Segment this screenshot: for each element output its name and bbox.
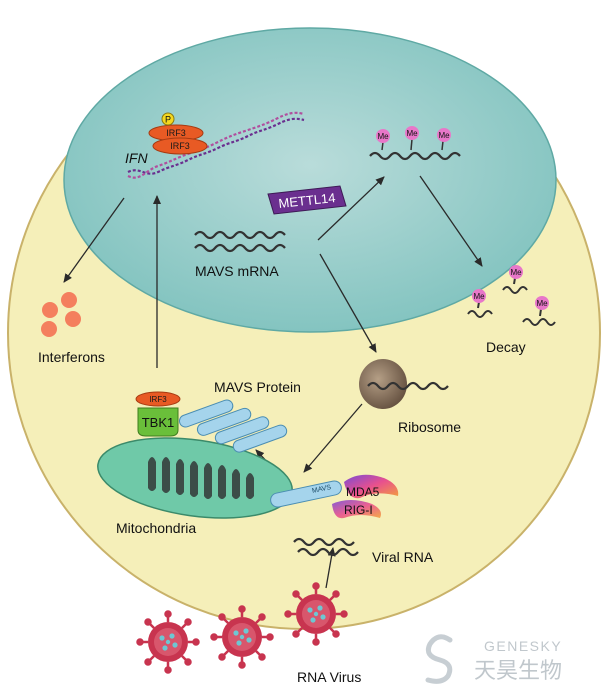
genesky-logo: GENESKY 天昊生物	[425, 634, 562, 684]
viral-rna-label: Viral RNA	[372, 549, 434, 565]
me-label-3: Me	[438, 131, 450, 140]
arrow-mrna-to-methylated	[317, 176, 385, 241]
mettl14-enzyme: METTL14	[267, 185, 347, 215]
mavs-mrna-strands	[194, 230, 286, 253]
viral-rna	[293, 537, 359, 557]
phospho-dot	[161, 112, 175, 126]
genesky-s-icon	[425, 634, 453, 684]
arrow-methylated-to-decay	[419, 175, 483, 267]
genesky-brand-en: GENESKY	[484, 638, 562, 654]
mitochondria-label: Mitochondria	[116, 520, 196, 536]
interferon-molecules	[41, 292, 81, 337]
tbk-irf3-label: IRF3	[149, 395, 167, 404]
decay-me-3: Me	[536, 299, 548, 308]
rna-virus-label: RNA Virus	[297, 669, 361, 685]
decay-fragments	[467, 277, 556, 326]
ribosome-label: Ribosome	[398, 419, 461, 435]
phospho-label: P	[165, 115, 171, 125]
arrow-mrna-to-ribosome	[319, 253, 377, 353]
methylated-mrna: Me Me Me	[369, 126, 461, 161]
virus-1	[136, 610, 200, 674]
decay-me-1: Me	[473, 292, 485, 301]
arrow-ribosome-to-mito	[303, 403, 363, 473]
rig1-label: RIG-I	[344, 503, 373, 517]
rna-viruses	[136, 582, 348, 674]
decay-me-2: Me	[510, 268, 522, 277]
ribosome	[359, 359, 449, 409]
mavs-single: MAVS	[270, 480, 342, 508]
virus-3	[284, 582, 348, 646]
tbk1-complex: IRF3 TBK1	[135, 391, 181, 437]
nucleus	[63, 27, 557, 333]
arrow-ifn-to-interferons	[63, 197, 125, 283]
mavs-mrna-label: MAVS mRNA	[195, 263, 279, 279]
mda5-rig1	[332, 474, 399, 519]
irf3-top-label: IRF3	[166, 128, 186, 138]
mda5-label: MDA5	[346, 485, 380, 499]
mavs-single-label: MAVS	[312, 484, 333, 495]
genesky-brand-cn: 天昊生物	[474, 658, 562, 683]
mavs-aggregate	[178, 399, 288, 453]
ifn-label: IFN	[125, 150, 148, 166]
mettl14-label: METTL14	[278, 190, 336, 211]
mavs-protein-label: MAVS Protein	[214, 379, 301, 395]
tbk1-label: TBK1	[142, 415, 175, 430]
ifn-dna-helix	[127, 111, 305, 179]
mitochondrion	[97, 437, 293, 519]
irf3-bottom-label: IRF3	[170, 141, 190, 151]
me-label-1: Me	[377, 132, 389, 141]
me-label-2: Me	[406, 129, 418, 138]
irf3-dimer: IRF3 IRF3 P	[148, 112, 208, 155]
decay-me-dots: Me Me Me	[472, 265, 549, 310]
virus-2	[210, 605, 274, 669]
decay-label: Decay	[486, 339, 526, 355]
interferons-label: Interferons	[38, 349, 105, 365]
